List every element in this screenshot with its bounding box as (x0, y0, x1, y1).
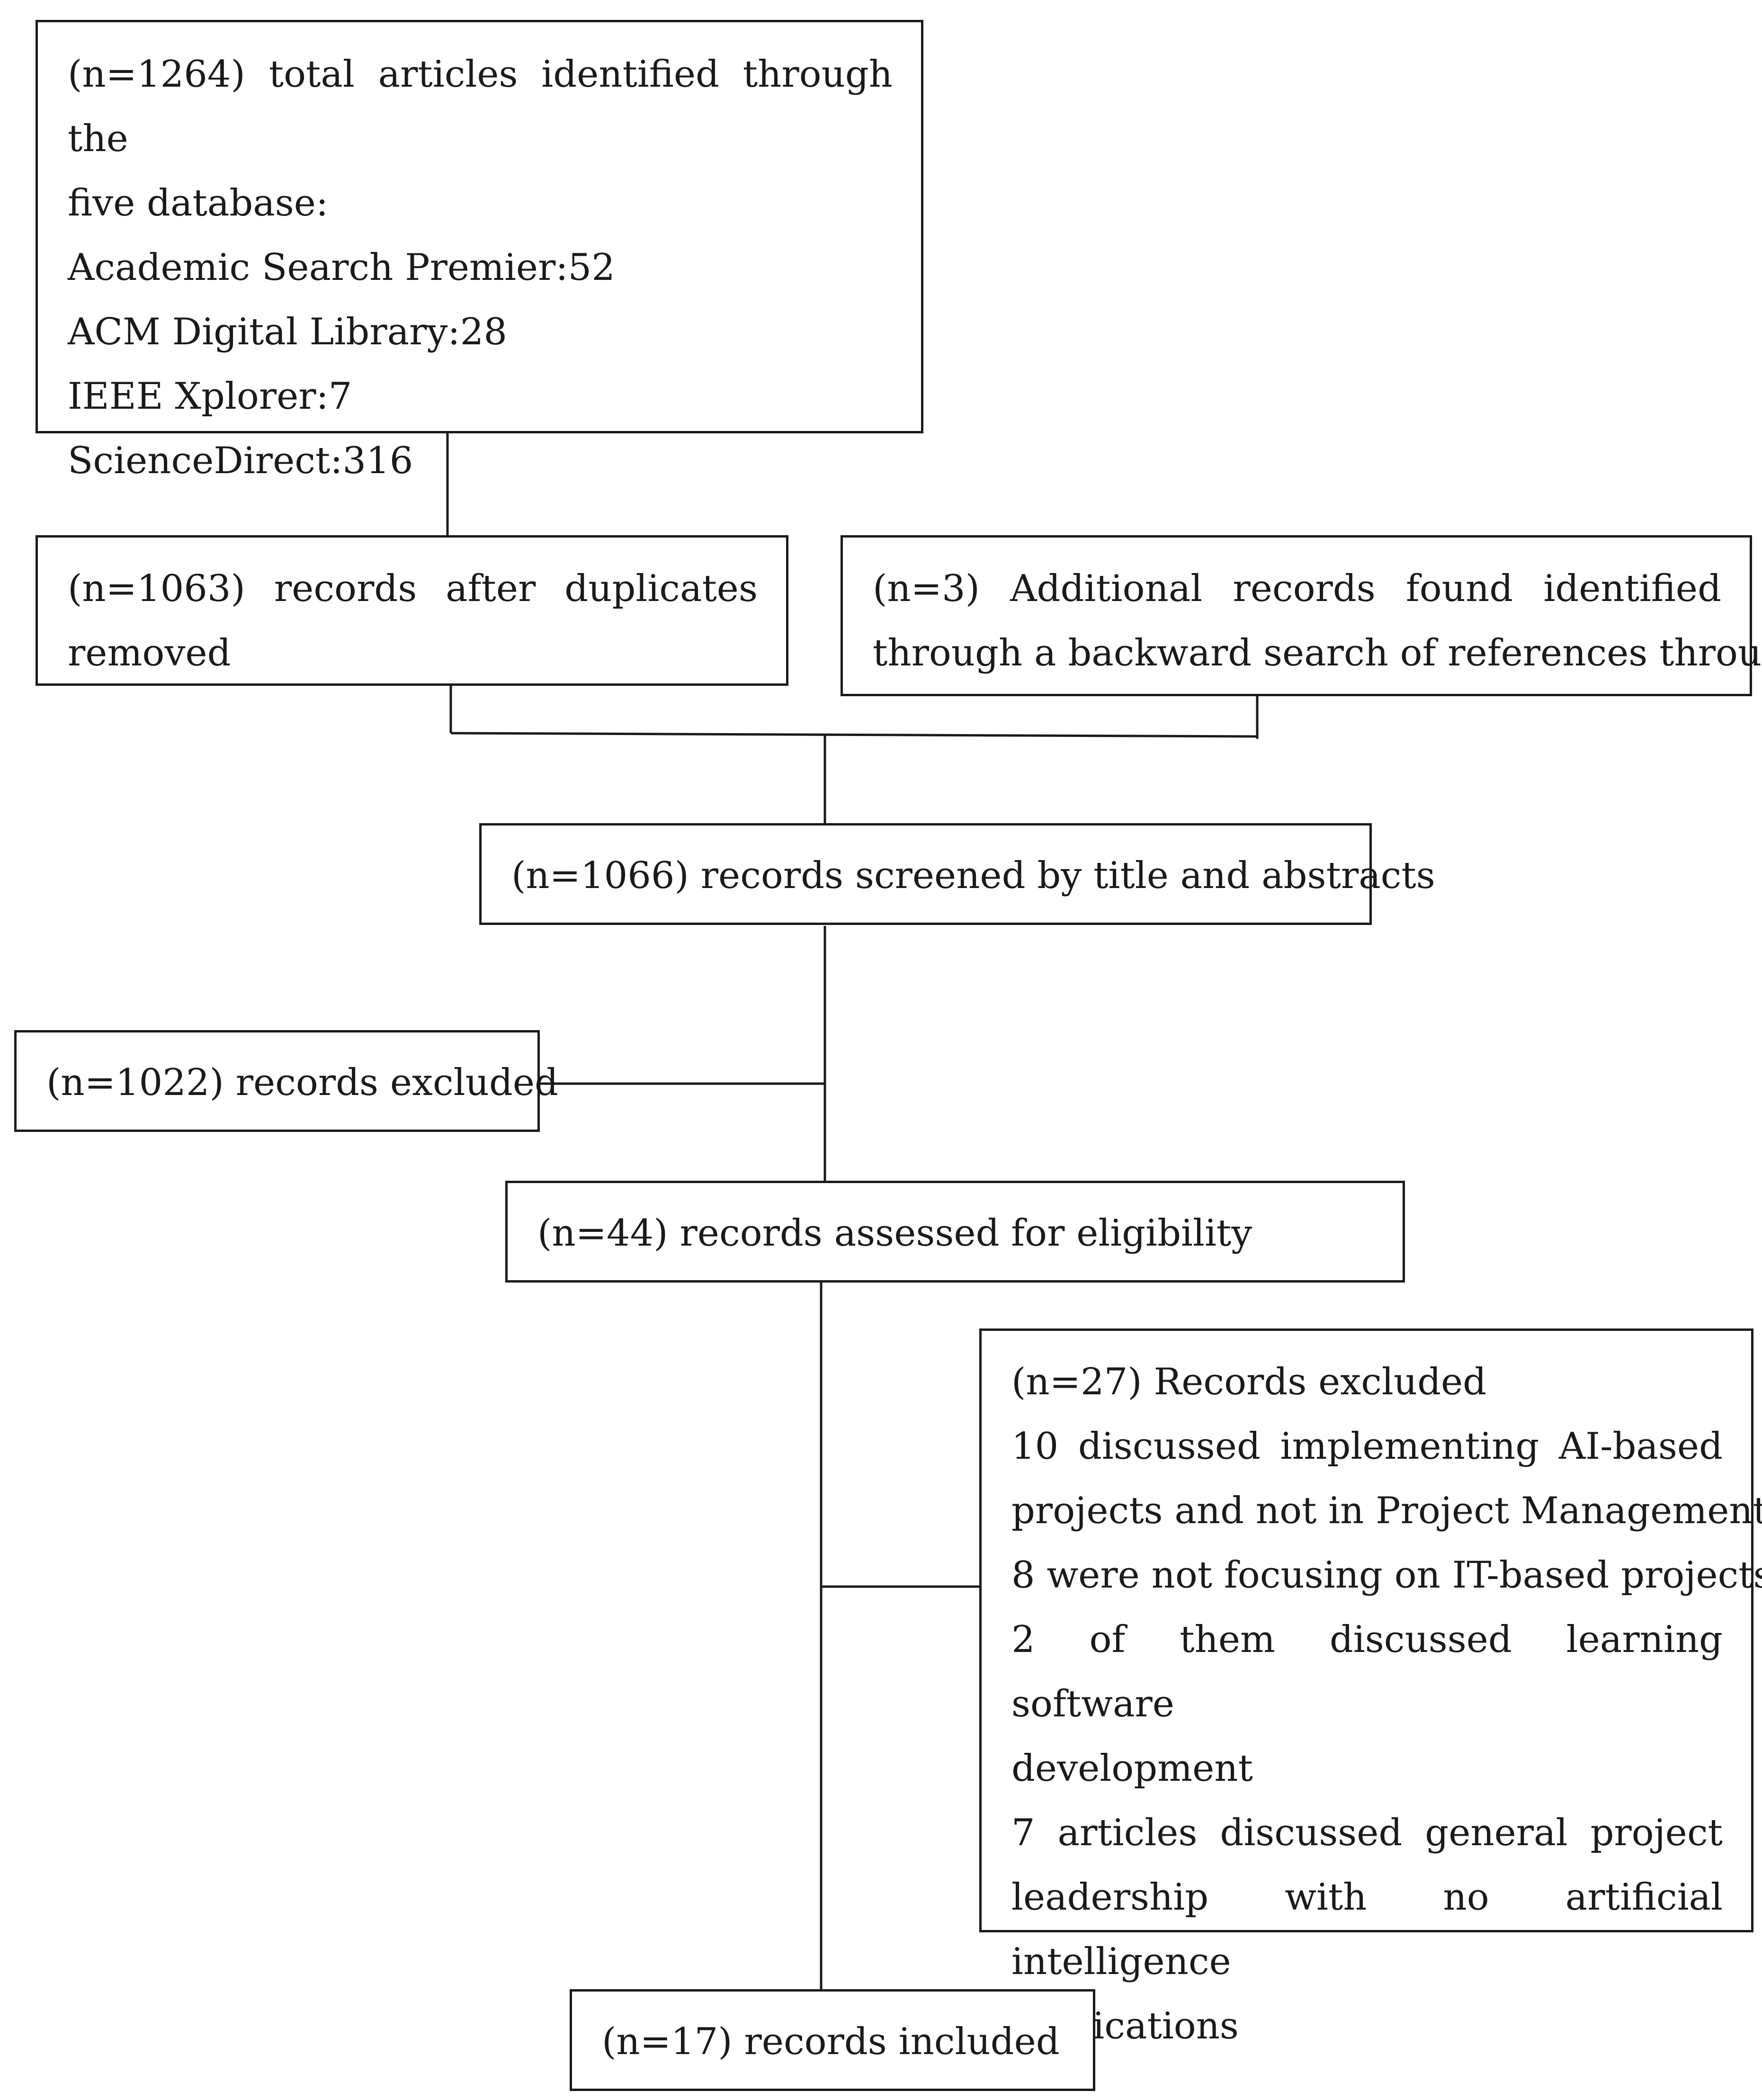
eligibility-text: (n=44) records assessed for eligibility (537, 1212, 1252, 1255)
included-text: (n=17) records included (602, 2020, 1060, 2063)
identified-articles-box: (n=1264) total articles identified throu… (36, 20, 923, 482)
excluded-eligibility-line-1: (n=27) Records excluded (1011, 1361, 1487, 1403)
eligibility-box: (n=44) records assessed for eligibility (505, 1181, 1405, 1283)
after-duplicates-box: (n=1063) records after duplicates remove… (36, 535, 788, 686)
additional-line-1: (n=3) Additional records found identifie… (873, 567, 1721, 610)
excluded-eligibility-box: (n=27) Records excluded 10 discussed imp… (979, 1328, 1762, 2047)
identified-line-6: ScienceDirect:316 (68, 440, 413, 482)
included-records-box: (n=17) records included (570, 1989, 1095, 2091)
excluded-eligibility-line-3: projects and not in Project Management (1011, 1490, 1762, 1532)
additional-records-box: (n=3) Additional records found identifie… (841, 535, 1762, 696)
identified-line-5: IEEE Xplorer:7 (68, 375, 352, 418)
excluded-screening-box: (n=1022) records excluded (14, 1030, 558, 1132)
screened-records-box: (n=1066) records screened by title and a… (479, 823, 1435, 925)
identified-line-1: (n=1264) total articles identified throu… (68, 53, 893, 160)
excluded-screening-text: (n=1022) records excluded (46, 1061, 558, 1104)
additional-line-2: through a backward search of references … (873, 632, 1762, 674)
screened-text: (n=1066) records screened by title and a… (511, 854, 1435, 897)
excluded-eligibility-line-9: applications (1011, 2005, 1239, 2047)
excluded-eligibility-line-4: 8 were not focusing on IT-based projects (1011, 1554, 1762, 1597)
after-duplicates-line-1: (n=1063) records after duplicates (68, 567, 758, 610)
excluded-eligibility-line-6: development (1011, 1747, 1253, 1790)
identified-line-3: Academic Search Premier:52 (68, 246, 615, 289)
excluded-eligibility-line-7: 7 articles discussed general project (1011, 1812, 1723, 1854)
after-duplicates-line-2: removed (68, 632, 231, 674)
excluded-eligibility-line-2: 10 discussed implementing AI-based (1011, 1425, 1723, 1468)
identified-line-4: ACM Digital Library:28 (68, 311, 507, 353)
connector-merge-horizontal (450, 732, 1258, 738)
excluded-eligibility-line-8: leadership with no artificial intelligen… (1011, 1876, 1723, 1983)
identified-line-2: five database: (68, 182, 329, 224)
excluded-eligibility-line-5: 2 of them discussed learning software (1011, 1618, 1723, 1725)
